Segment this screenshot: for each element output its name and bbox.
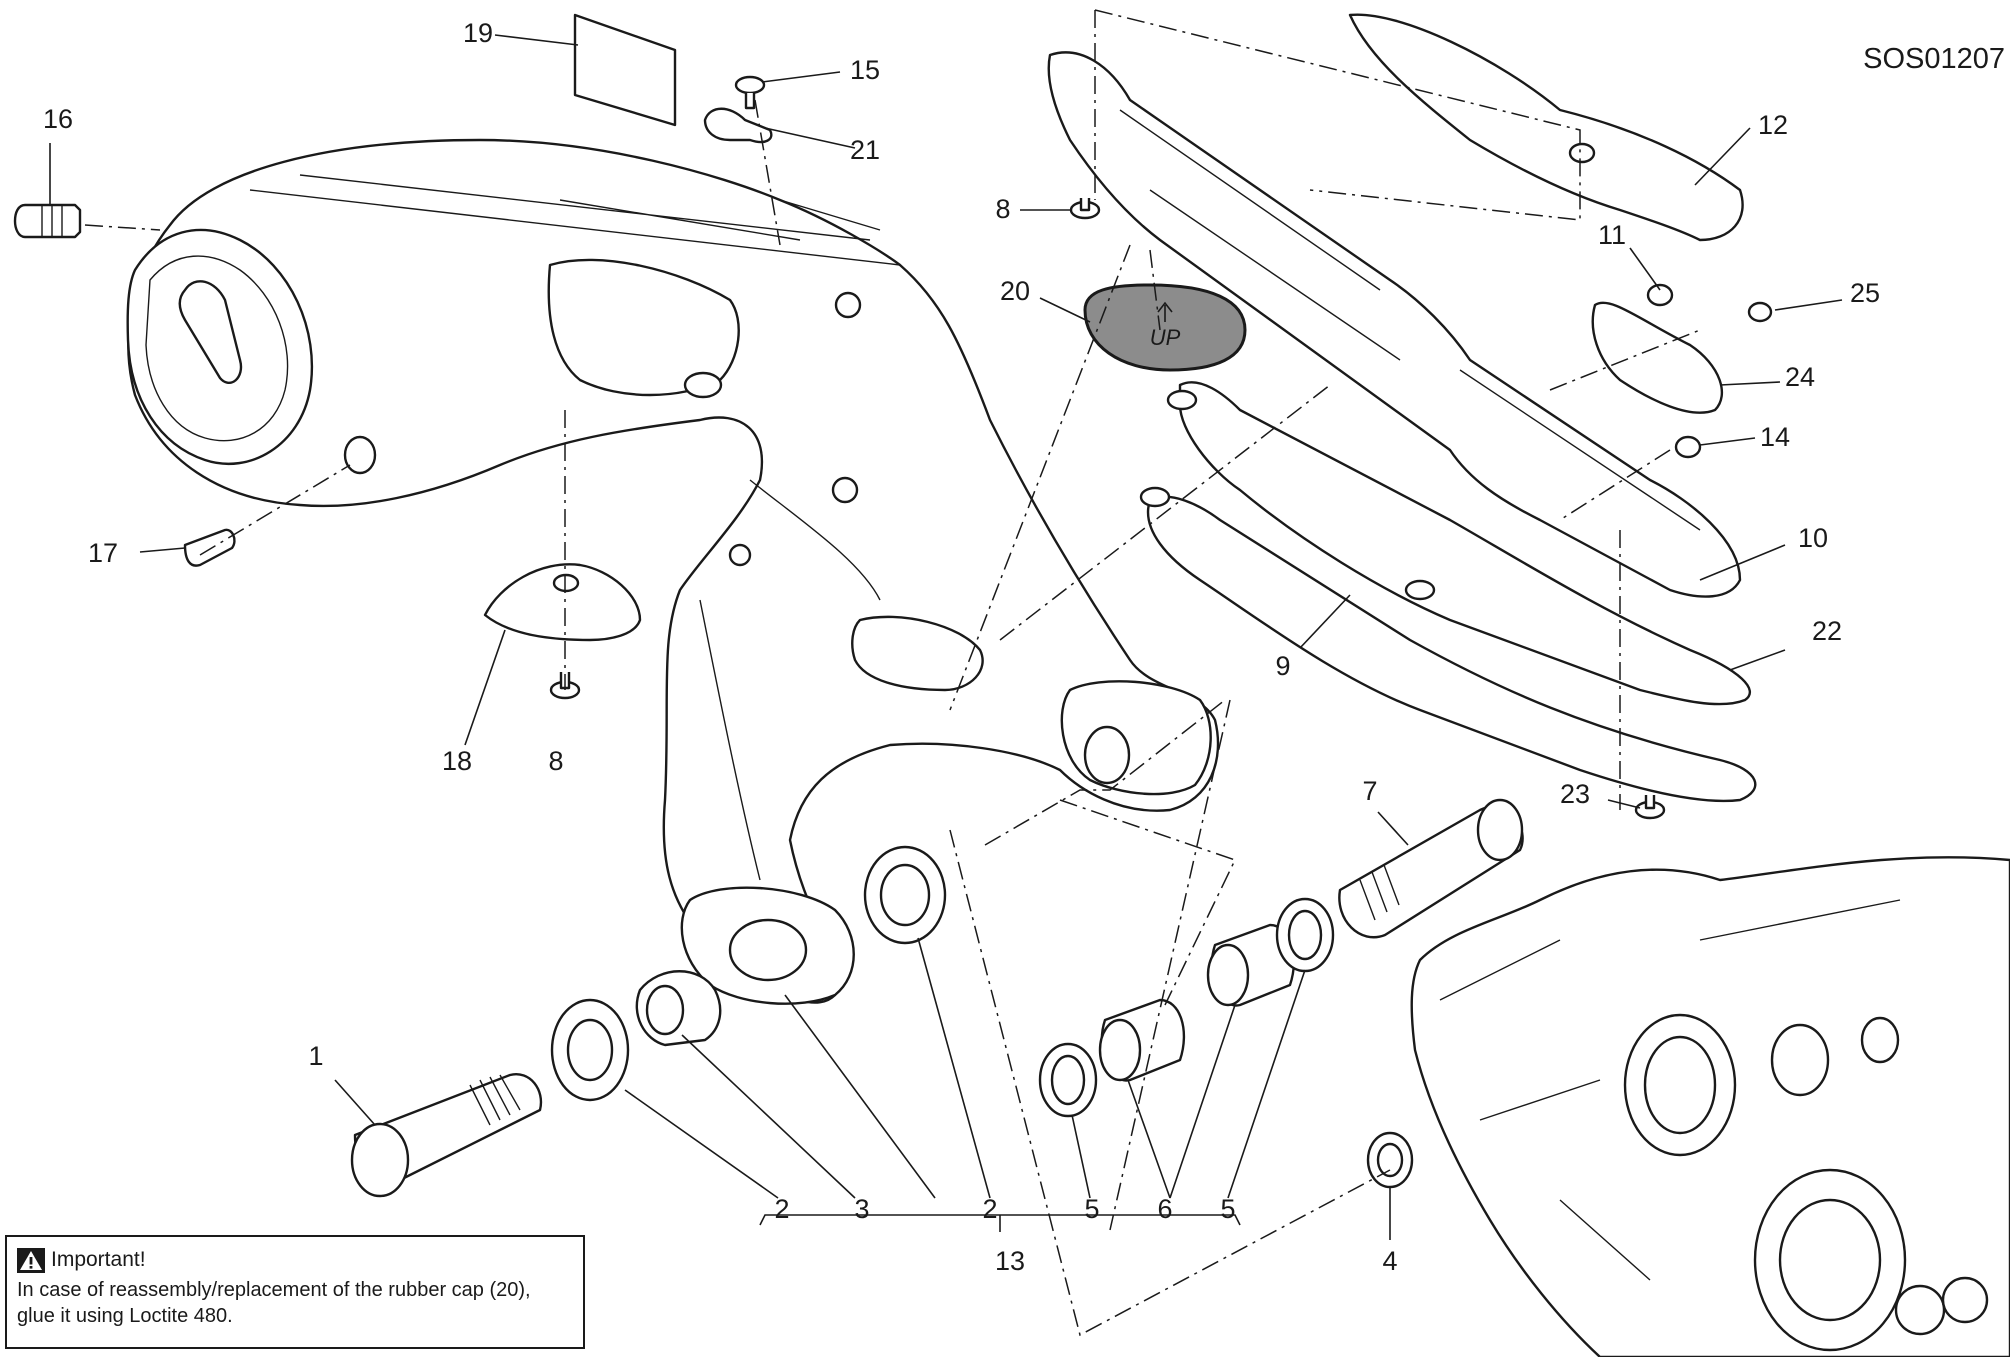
screw-11 (1646, 283, 1674, 307)
screw-15 (734, 75, 766, 110)
callout-25: 25 (1850, 278, 1880, 308)
rubber-cap: UP (1083, 283, 1247, 372)
important-note-title: Important! (51, 1248, 146, 1271)
assembly-center-lines (84, 9, 1701, 1337)
leader-lines (49, 34, 1843, 1240)
callout-11: 11 (1598, 220, 1626, 250)
callout-5-right: 5 (1220, 1194, 1235, 1224)
callout-8-lower: 8 (548, 746, 563, 776)
cable-clip-21 (703, 107, 773, 144)
callout-12: 12 (1758, 110, 1788, 140)
seal-right (1275, 897, 1335, 973)
callout-6: 6 (1157, 1194, 1172, 1224)
pivot-shaft-right (1338, 798, 1524, 939)
spacer (635, 970, 722, 1047)
chain-slider-lower (1139, 381, 1757, 803)
chain-guard (1047, 51, 1742, 598)
bolt-17 (183, 528, 236, 567)
callout-19: 19 (463, 18, 493, 48)
callout-10: 10 (1798, 523, 1828, 553)
callout-17: 17 (88, 538, 118, 568)
important-note-text: In case of reassembly/replacement of the… (17, 1279, 531, 1327)
callout-24: 24 (1785, 362, 1815, 392)
callout-16: 16 (43, 104, 73, 134)
callout-13: 13 (995, 1246, 1025, 1276)
callout-23: 23 (1560, 779, 1590, 809)
callout-15: 15 (850, 55, 880, 85)
label-plate (573, 13, 677, 127)
callout-8-upper: 8 (995, 194, 1010, 224)
callout-2-left: 2 (774, 1194, 789, 1224)
warning-icon (17, 1247, 45, 1273)
callout-1: 1 (308, 1041, 323, 1071)
callout-14: 14 (1760, 422, 1790, 452)
callout-3: 3 (854, 1194, 869, 1224)
screw-8-upper (1069, 198, 1101, 220)
important-note: Important! In case of reassembly/replace… (5, 1235, 585, 1349)
needle-bearing-right (1206, 923, 1296, 1007)
bearing-left (550, 998, 630, 1102)
needle-bearing-left (1098, 998, 1186, 1082)
callout-4: 4 (1382, 1246, 1397, 1276)
callout-18: 18 (442, 746, 472, 776)
rubber-cap-label: UP (1150, 325, 1181, 350)
callout-20: 20 (1000, 276, 1030, 306)
chain-guard-rear (1348, 13, 1744, 242)
sensor-bracket (483, 563, 642, 642)
bearing-right (863, 845, 947, 945)
diagram-code: SOS01207 (1863, 43, 2005, 75)
callout-5-left: 5 (1084, 1194, 1099, 1224)
engine-crankcase (1410, 856, 2010, 1357)
callout-21: 21 (850, 135, 880, 165)
screw-14 (1674, 435, 1702, 459)
callout-22: 22 (1812, 616, 1842, 646)
callout-9: 9 (1275, 651, 1290, 681)
chain-slider-cover (1591, 301, 1724, 414)
pivot-shaft-left (350, 1073, 543, 1198)
screw-23 (1634, 795, 1666, 820)
seal-left (1038, 1042, 1098, 1118)
bolt-16 (13, 203, 82, 239)
swingarm (126, 138, 1220, 1005)
pivot-nut (1366, 1131, 1414, 1189)
screw-25 (1747, 301, 1773, 323)
callout-numbers: 16 19 15 21 17 18 8 8 20 12 11 25 24 14 … (43, 18, 1880, 1276)
callout-2-right: 2 (982, 1194, 997, 1224)
callout-7: 7 (1362, 776, 1377, 806)
